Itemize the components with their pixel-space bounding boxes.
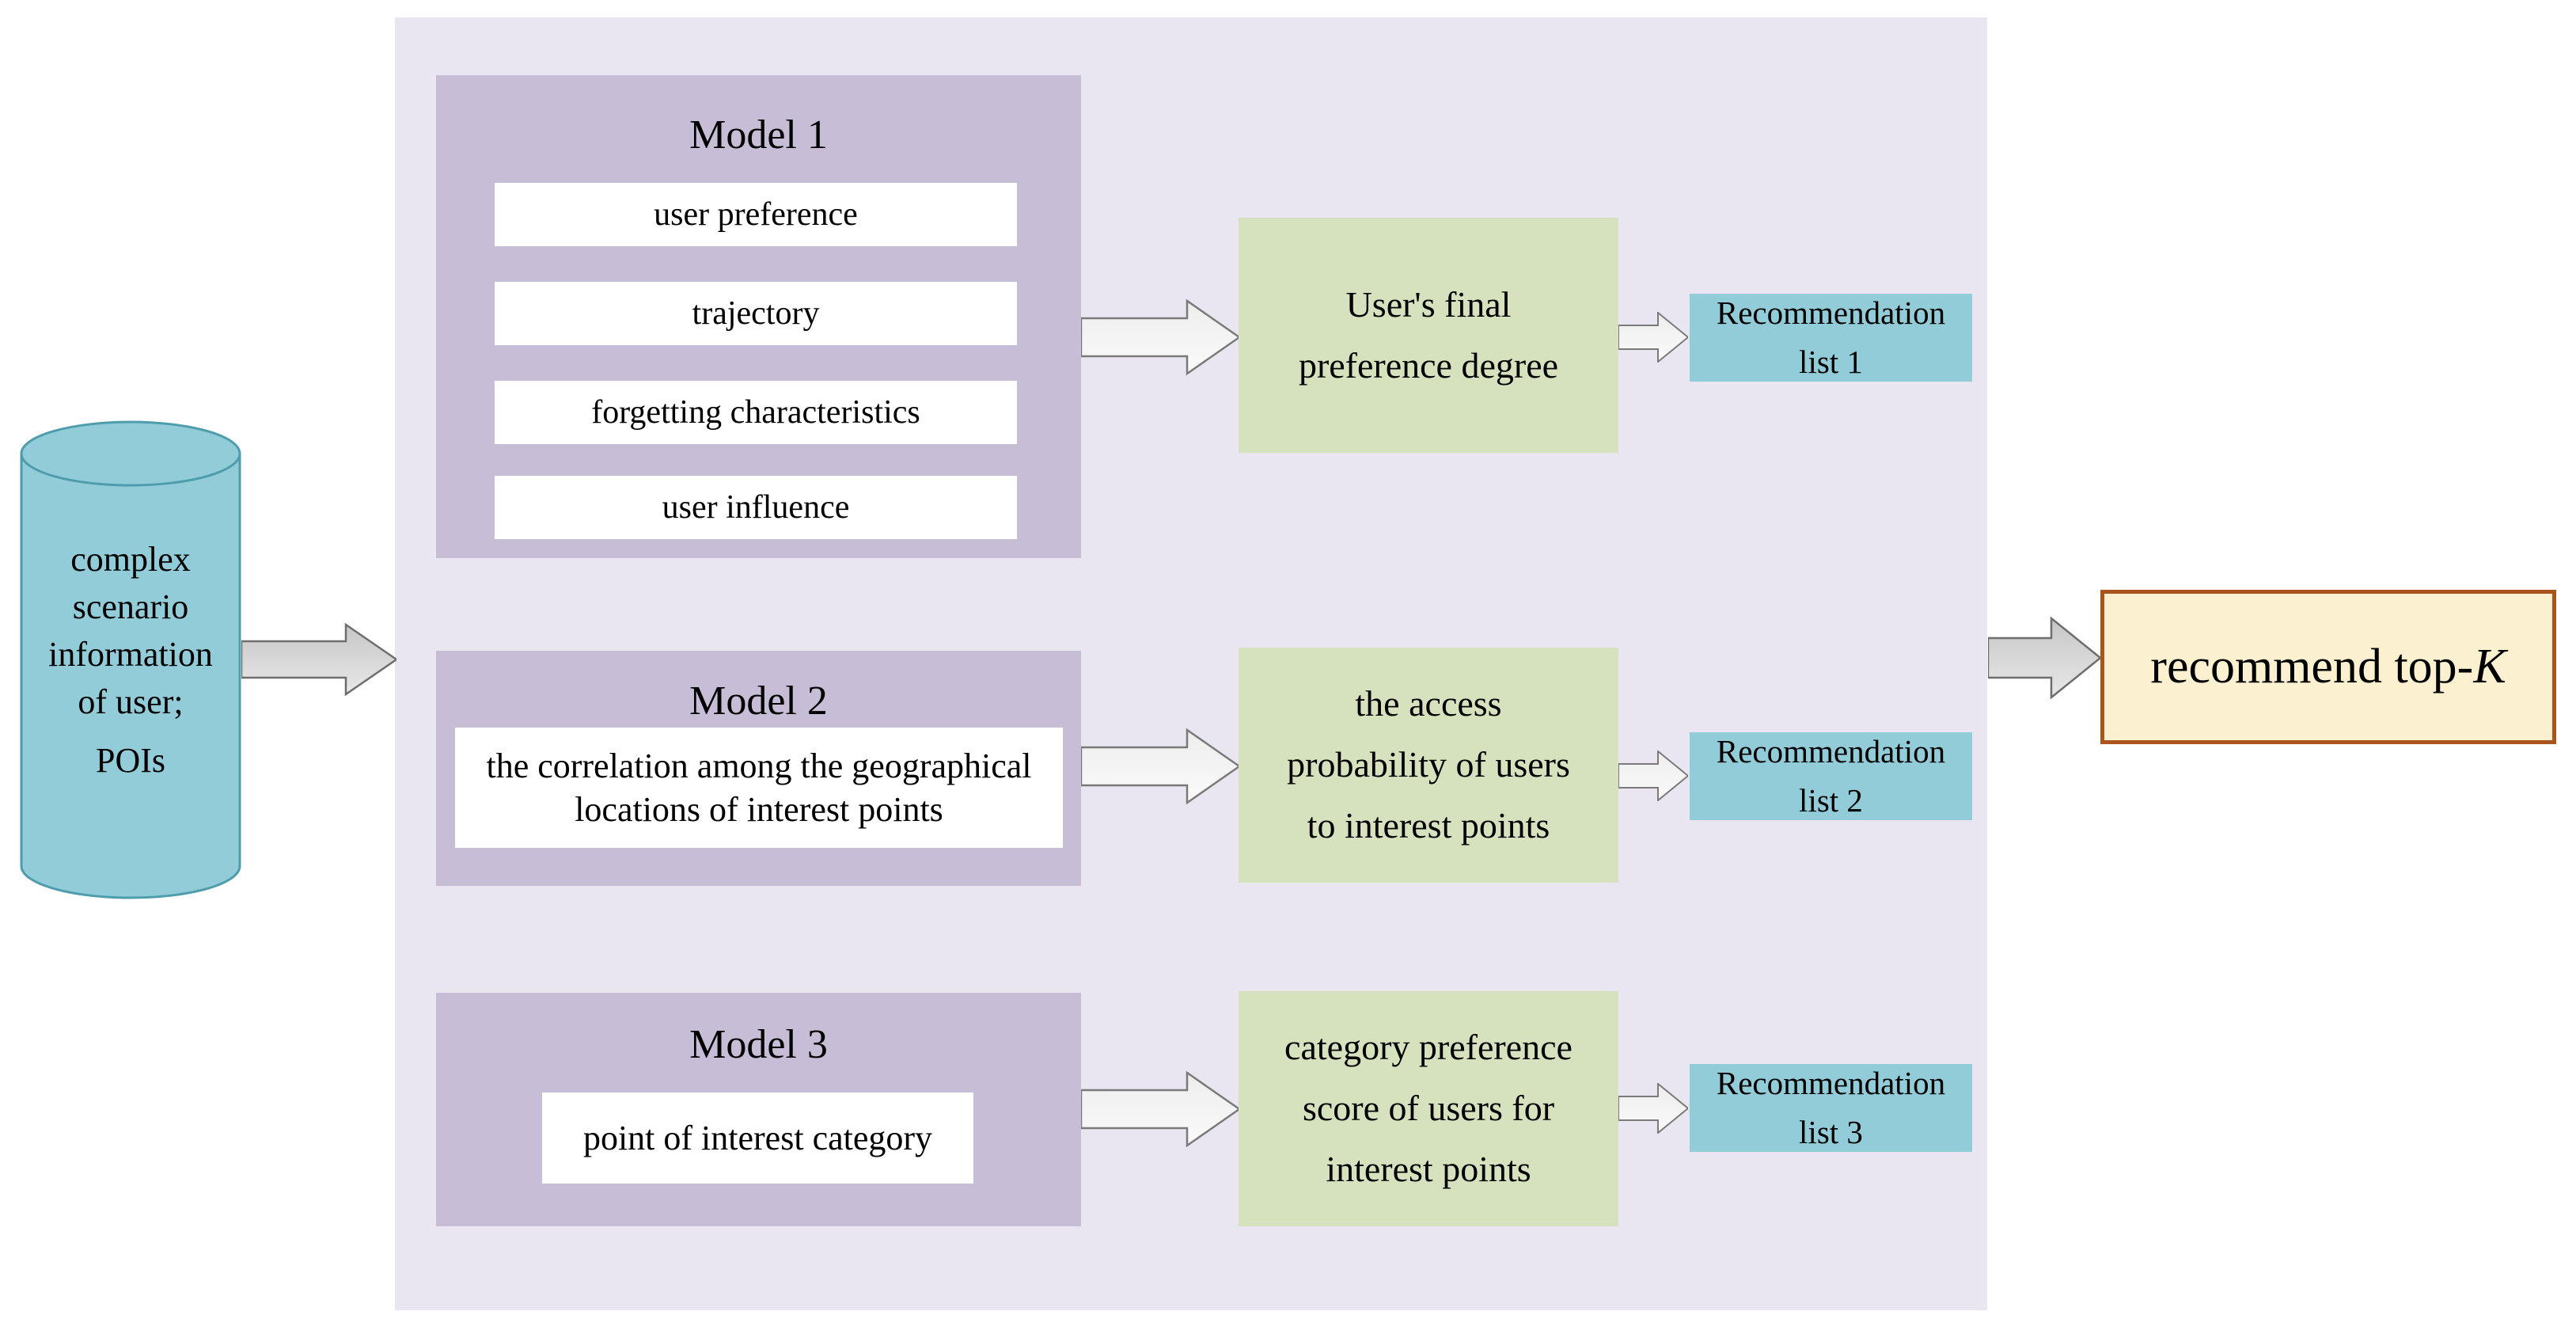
model-2-title: Model 2 [689,678,828,724]
input-line: POIs [95,740,166,780]
recommend-topk-box: recommend top-K [2100,590,2556,744]
flow-arrow-list1 [1618,312,1688,363]
model-3-title: Model 3 [689,1022,828,1067]
feature-poi-category: point of interest category [542,1092,973,1184]
model-1-box: Model 1 user preference trajectory forge… [436,75,1081,558]
flow-arrow-list3 [1618,1083,1688,1134]
flow-arrow-final [1988,617,2100,699]
input-line: complex [70,539,191,579]
model-1-title: Model 1 [689,112,828,158]
input-line: information [48,634,213,674]
recommend-topk-k: K [2473,640,2506,694]
flow-arrow-model2-output [1081,727,1239,806]
feature-user-preference: user preference [495,183,1017,246]
flow-arrow-model3-output [1081,1070,1239,1149]
feature-forgetting-characteristics: forgetting characteristics [495,381,1017,444]
input-line: scenario [72,587,189,626]
feature-user-influence: user influence [495,476,1017,539]
flow-arrow-list2 [1618,750,1688,801]
input-line: of user; [78,682,184,721]
feature-trajectory: trajectory [495,282,1017,345]
flow-arrow-model1-output [1081,298,1239,377]
input-data-label: complex scenario information of user; PO… [20,420,241,899]
flow-arrow-input [241,620,396,699]
database-cylinder-icon [20,420,241,899]
recommend-topk-text: recommend top- [2150,640,2474,694]
model-2-box: Model 2 the correlation among the geogra… [436,651,1081,886]
model-3-box: Model 3 point of interest category [436,993,1081,1226]
